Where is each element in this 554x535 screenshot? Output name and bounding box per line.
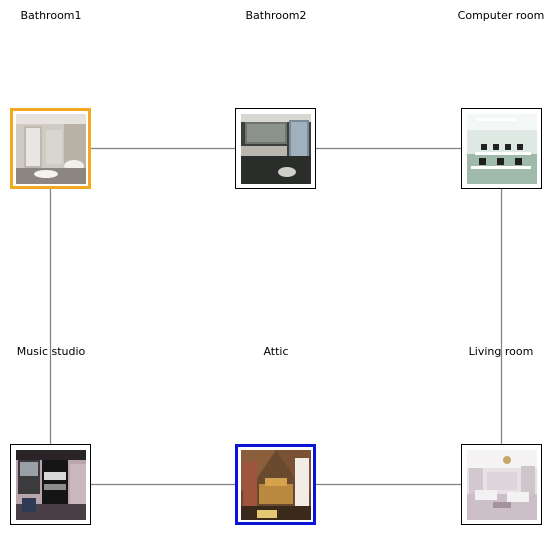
- room-node-bathroom1[interactable]: [10, 108, 91, 189]
- room-label-music-studio: Music studio: [16, 345, 86, 358]
- room-node-attic[interactable]: [235, 444, 316, 525]
- room-node-living-room[interactable]: [461, 444, 542, 525]
- bathroom-photo-icon: [240, 113, 311, 184]
- room-label-living-room: Living room: [468, 345, 534, 358]
- living-room-photo-icon: [466, 449, 537, 520]
- room-label-bathroom2: Bathroom2: [245, 9, 307, 22]
- room-node-bathroom2[interactable]: [235, 108, 316, 189]
- room-label-computer-room: Computer room: [457, 9, 545, 22]
- room-label-attic: Attic: [263, 345, 289, 358]
- computer-room-photo-icon: [466, 113, 537, 184]
- room-node-music-studio[interactable]: [10, 444, 91, 525]
- music-studio-photo-icon: [15, 449, 86, 520]
- bathroom-photo-icon: [15, 113, 86, 184]
- attic-photo-icon: [240, 449, 311, 520]
- room-label-bathroom1: Bathroom1: [20, 9, 82, 22]
- room-node-computer-room[interactable]: [461, 108, 542, 189]
